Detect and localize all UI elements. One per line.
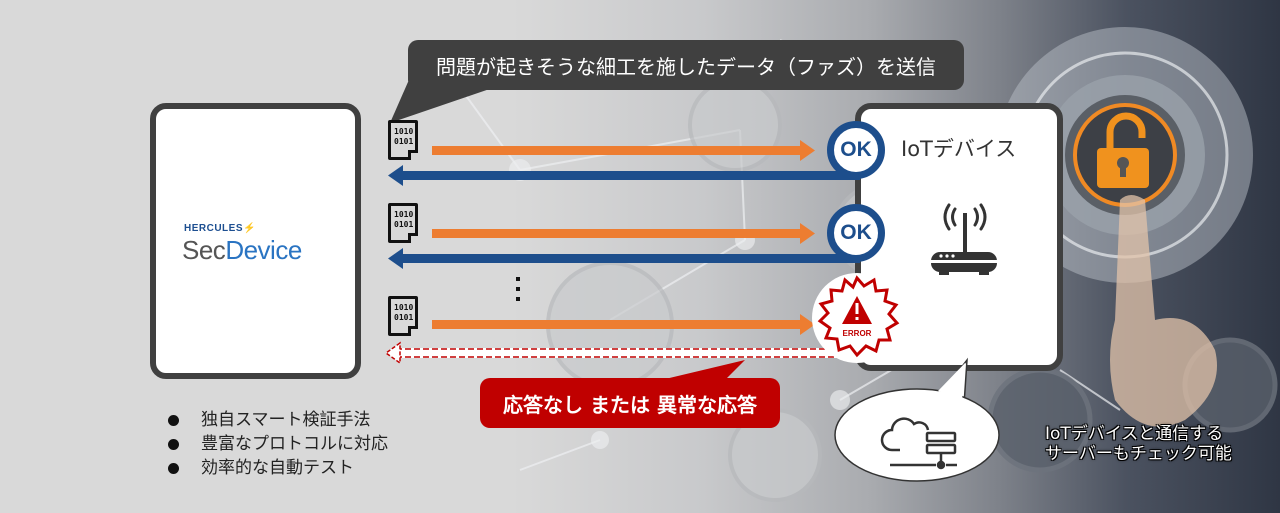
- error-burst-icon: ERROR: [812, 273, 902, 363]
- wifi-router-icon: [931, 203, 997, 275]
- feature-item: 独自スマート検証手法: [168, 408, 388, 432]
- server-speech-bubble: [834, 357, 1000, 482]
- ok-badge-text: OK: [840, 138, 872, 161]
- binary-line: 1010: [394, 127, 414, 136]
- error-response-callout: 応答なし または 異常な応答: [480, 378, 780, 428]
- ok-badge: OK: [827, 121, 885, 179]
- binary-line: 0101: [394, 313, 414, 322]
- secdevice-box: HERCULES⚡ SecDevice: [150, 103, 361, 379]
- hercules-logo: HERCULES⚡: [184, 223, 256, 234]
- top-callout-tail: [390, 82, 510, 123]
- binary-line: 0101: [394, 137, 414, 146]
- ok-badge-text: OK: [840, 221, 872, 244]
- binary-line: 1010: [394, 210, 414, 219]
- hercules-logo-text: HERCULES: [184, 223, 244, 234]
- secdevice-logo: SecDevice: [182, 235, 302, 266]
- feature-text: 効率的な自動テスト: [201, 458, 354, 478]
- fuzz-data-file-icon: 1010 0101: [388, 296, 418, 336]
- feature-item: 効率的な自動テスト: [168, 456, 388, 480]
- lightning-bolt-icon: ⚡: [243, 223, 256, 234]
- fuzz-data-file-icon: 1010 0101: [388, 203, 418, 243]
- ok-badge: OK: [827, 204, 885, 262]
- server-caption-line: サーバーもチェック可能: [1045, 444, 1232, 464]
- error-response-callout-text: 応答なし または 異常な応答: [503, 392, 757, 417]
- binary-line: 0101: [394, 220, 414, 229]
- logo-sec-text: Sec: [182, 235, 226, 265]
- binary-line: 1010: [394, 303, 414, 312]
- request-arrow-group: [432, 140, 815, 335]
- more-packets-ellipsis: [516, 277, 520, 307]
- feature-list: 独自スマート検証手法 豊富なプロトコルに対応 効率的な自動テスト: [168, 408, 388, 480]
- iot-device-title: IoTデバイス: [901, 137, 1017, 161]
- feature-text: 豊富なプロトコルに対応: [201, 434, 388, 454]
- logo-device-text: Device: [225, 235, 302, 265]
- cloud-server-icon: [880, 417, 957, 470]
- feature-text: 独自スマート検証手法: [201, 410, 371, 430]
- server-check-caption: IoTデバイスと通信する サーバーもチェック可能: [1045, 424, 1232, 464]
- bullet-icon: [168, 414, 179, 426]
- fuzz-data-file-icon: 1010 0101: [388, 120, 418, 160]
- bullet-icon: [168, 438, 179, 450]
- feature-item: 豊富なプロトコルに対応: [168, 432, 388, 456]
- bullet-icon: [168, 462, 179, 474]
- fuzz-data-callout-text: 問題が起きそうな細工を施したデータ（ファズ）を送信: [436, 54, 936, 79]
- fuzz-data-callout: 問題が起きそうな細工を施したデータ（ファズ）を送信: [408, 40, 964, 90]
- error-badge-text: ERROR: [843, 329, 872, 338]
- server-caption-line: IoTデバイスと通信する: [1045, 424, 1224, 444]
